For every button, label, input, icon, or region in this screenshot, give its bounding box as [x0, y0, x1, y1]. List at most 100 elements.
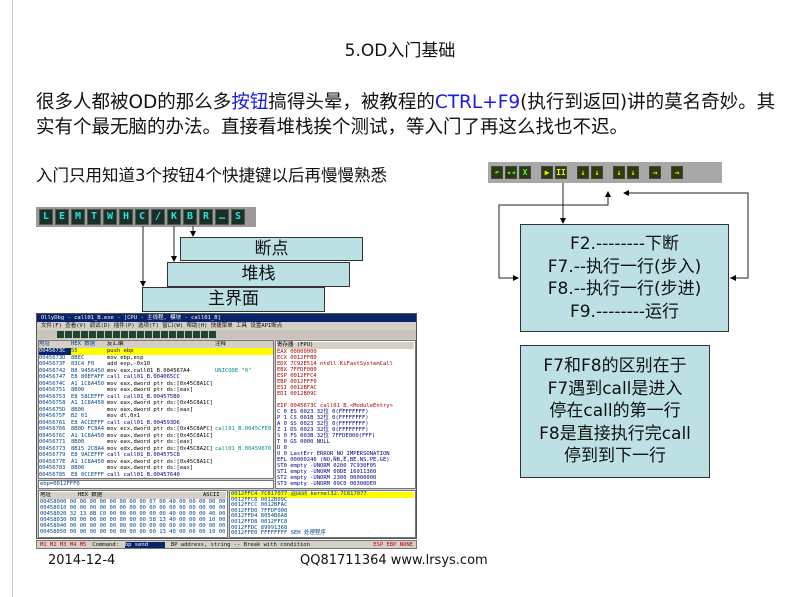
hex: A1 1C8A450: [71, 380, 105, 387]
address: 00456747: [39, 374, 66, 380]
stack-row: 0012FFDC 89991368: [231, 524, 288, 531]
hex: 83C4 F0: [71, 361, 95, 367]
hex: E8 9ACEFFF: [71, 452, 105, 458]
address: 00456785: [39, 471, 66, 478]
dump-col-hex: HEX 数据: [78, 492, 103, 498]
note-line: 停到到下一行: [564, 446, 666, 466]
command-input[interactable]: bp send: [124, 541, 165, 548]
toolbar-3-button[interactable]: T: [87, 209, 101, 225]
register-line: ST3 empty -UNORM 09C0 00300DE0: [277, 481, 377, 487]
debug-9-button[interactable]: →: [649, 166, 661, 179]
debug-2-button[interactable]: X: [519, 166, 531, 179]
toolbar-4-button[interactable]: W: [103, 209, 117, 225]
col-comment: 注释: [215, 341, 227, 347]
toolbar-6-button[interactable]: C: [135, 209, 149, 225]
hex: A1 1C8A450: [71, 458, 105, 465]
instruction: call call01_B.004575C8: [107, 452, 180, 458]
text: 搞得头晕，被教程的: [268, 92, 435, 113]
stack-row: 0012FFD8 0012FFC8: [231, 518, 288, 525]
info-pane: ebp=0012FFF0: [38, 480, 274, 489]
register-line: P 1 CS 001B 32位 0(FFFFFFFF): [277, 415, 369, 421]
toolbar-7-button[interactable]: /: [151, 209, 165, 225]
debug-6-button[interactable]: ↓: [591, 166, 603, 179]
address: 0045675F: [39, 413, 66, 419]
box-breakpoints: 断点: [180, 237, 363, 261]
address: 00456753: [39, 393, 66, 400]
toolbar-1-button[interactable]: E: [55, 209, 69, 225]
instruction: mov eax,call01_B.004567A4: [107, 367, 190, 374]
dump-row: 00458040 00 00 00 00 00 00 00 00 00 00 0…: [40, 523, 226, 529]
register-line: ESP 0012FFC4: [277, 373, 317, 379]
register-line: ECX 0012FFB0: [277, 355, 317, 361]
od-toolbar: [37, 330, 416, 339]
hex: 55: [71, 348, 78, 354]
toolbar-0-button[interactable]: L: [39, 209, 53, 225]
dump-col-address: 地址: [40, 492, 52, 498]
box-stack: 堆栈: [167, 262, 350, 287]
dump-row: 00458030 00 00 00 00 00 00 00 00 58 13 4…: [40, 517, 226, 523]
address: 00456771: [39, 439, 66, 445]
register-line: ST0 empty -UNORM 0200 7C930F05: [277, 463, 377, 469]
toolbar-11-button[interactable]: …: [215, 209, 229, 225]
address: 00456783: [39, 465, 66, 471]
address: 00456758: [39, 400, 66, 406]
highlight-buttons: 按钮: [231, 92, 269, 113]
address: 0045673D: [39, 354, 66, 361]
debug-3-button[interactable]: ▶: [541, 166, 553, 179]
shortcut-line: F8.--执行一行(步进): [547, 279, 702, 299]
register-line: S 0 FS 003B 32位 7FFDE000(FFF): [277, 433, 376, 439]
intro-paragraph: 很多人都被OD的那么多按钮搞得头晕，被教程的CTRL+F9(执行到返回)讲的莫名…: [36, 90, 776, 140]
hex: A1 1C8A450: [71, 400, 105, 406]
note-line: F8是直接执行完call: [539, 423, 691, 444]
debug-0-button[interactable]: ↶: [491, 166, 503, 179]
debug-4-button[interactable]: II: [555, 166, 567, 179]
toolbar-8-button[interactable]: K: [167, 209, 181, 225]
instruction: call call01_B.004065CC: [107, 374, 180, 380]
hex: B8 9456450: [71, 367, 105, 374]
stack-row: 0012FFD4 8054B6A8: [231, 513, 288, 520]
debug-8-button[interactable]: ↓: [627, 166, 639, 179]
debug-7-button[interactable]: ↓: [613, 166, 625, 179]
register-line: ST1 empty -UNORM 00DE 16011360: [277, 469, 377, 475]
instruction: mov eax,dword ptr ds:[0x45C8A1C]: [107, 432, 213, 439]
register-line: EDI 0012B09C: [277, 391, 317, 397]
register-line: EIP 0045673C call01_B.<ModuleEntry>: [277, 403, 393, 409]
instruction: call call01_B.004575B0: [107, 393, 180, 400]
toolbar-5-button[interactable]: H: [119, 209, 133, 225]
address: 0045673F: [39, 361, 66, 367]
toolbar-9-button[interactable]: B: [183, 209, 197, 225]
dump-row: 00458010 00 00 00 00 00 00 00 00 00 00 0…: [40, 505, 226, 511]
toolbar-2-button[interactable]: M: [71, 209, 85, 225]
toolbar-10-button[interactable]: R: [199, 209, 213, 225]
register-line: D 0: [277, 445, 287, 451]
hex: E8 ACCEFFF: [71, 419, 105, 426]
debug-5-button[interactable]: ↓: [577, 166, 589, 179]
col-hex: HEX 数据: [71, 341, 96, 347]
toolbar-12-button[interactable]: S: [231, 209, 245, 225]
address: 0045675D: [39, 406, 66, 413]
comment: UNICODE "0": [215, 367, 252, 374]
hex: E8 80EFAFF: [71, 374, 105, 380]
note-line: 停在call的第一行: [549, 401, 681, 421]
note-line: F7遇到call是进入: [547, 378, 683, 399]
instruction: mov eax,dword ptr ds:[eax]: [107, 406, 194, 413]
address: 0045677E: [39, 458, 66, 465]
od-titlebar: OllyDbg - call01_B.exe - [CPU - 主线程, 模块 …: [37, 314, 416, 322]
footer-contact: QQ81711364 www.lrsys.com: [300, 553, 488, 568]
hex: E8 58CEFFF: [71, 393, 105, 400]
dump-row: 00458050 00 00 00 00 00 00 00 00 00 13 4…: [40, 529, 226, 535]
debug-1-button[interactable]: ◂◂: [505, 166, 517, 179]
instruction: mov eax,dword ptr ds:[eax]: [107, 439, 194, 445]
instruction: mov eax,dword ptr ds:[0x45C8A1C]: [107, 458, 213, 465]
debug-10-button[interactable]: →: [671, 166, 683, 179]
